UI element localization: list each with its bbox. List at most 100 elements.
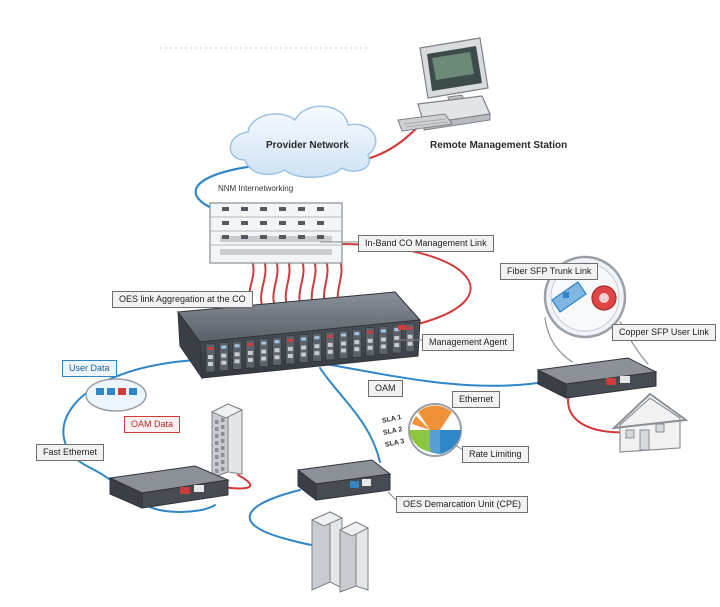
chassis-card-port: [394, 336, 400, 341]
chassis-card-led: [247, 342, 253, 346]
chassis-card-led: [367, 330, 373, 334]
tower-window: [221, 467, 225, 471]
switch-port: [279, 235, 286, 239]
switch-port: [222, 235, 229, 239]
copper-sfp-user-link-label: Copper SFP User Link: [612, 324, 716, 341]
oam-data-label: OAM Data: [124, 416, 181, 433]
chassis-card-port: [247, 350, 253, 355]
chassis-card-port: [221, 353, 227, 358]
chassis-card-port: [407, 334, 413, 339]
chassis-card-port: [234, 352, 240, 357]
tower-window: [215, 434, 219, 438]
cloud-icon: [229, 105, 377, 178]
chassis-card-led: [274, 340, 280, 344]
tower-window: [215, 441, 219, 445]
rate-limiting-label: Rate Limiting: [462, 446, 529, 463]
tower-window: [221, 432, 225, 436]
fiber-sfp-trunk-link-label: Fiber SFP Trunk Link: [500, 263, 599, 280]
tower-window: [221, 418, 225, 422]
tower-window: [221, 446, 225, 450]
office-tower-windows: [215, 418, 225, 473]
chassis-card-led: [314, 336, 320, 340]
house-icon: [611, 392, 689, 453]
tower-window: [215, 448, 219, 452]
chassis-card-port: [327, 349, 333, 354]
chassis-card-led: [221, 345, 227, 349]
chassis-card-port: [208, 355, 213, 359]
fast-ethernet-label: Fast Ethernet: [36, 444, 105, 461]
switch-port: [298, 235, 305, 239]
chassis-card-led: [394, 328, 400, 332]
data-lens-icon: [85, 378, 147, 412]
chassis-card-port: [261, 356, 267, 361]
chassis-card-port: [354, 340, 360, 345]
nnm-internetworking-label: NNM Internetworking: [218, 184, 294, 193]
chassis-card-port: [221, 360, 227, 365]
switch-port: [241, 221, 248, 225]
provider-network-label: Provider Network: [266, 140, 349, 151]
switch-port: [317, 207, 324, 211]
chassis-card-port: [274, 348, 280, 353]
demarcation-unit-icon: [108, 465, 230, 509]
demarcation-unit-label: OES Demarcation Unit (CPE): [396, 496, 529, 513]
switch-port: [298, 221, 305, 225]
tower-window: [215, 469, 219, 473]
chassis-card-group: [205, 323, 415, 373]
remote-management-station-label: Remote Management Station: [430, 140, 568, 151]
chassis-card-port: [234, 359, 240, 364]
chassis-card-led: [341, 333, 346, 337]
chassis-card-port: [367, 338, 373, 343]
rate-limit-lens-icon: [408, 403, 462, 457]
chassis-card-led: [380, 329, 386, 333]
user-data-label: User Data: [62, 360, 117, 377]
tower-window: [221, 439, 225, 443]
switch-port: [279, 221, 286, 225]
chassis-card-port: [341, 341, 346, 346]
leader-rate-limiting: [454, 444, 464, 451]
switch-port: [317, 221, 324, 225]
chassis-card-port: [301, 345, 307, 350]
tower-window: [221, 425, 225, 429]
chassis-card-port: [301, 352, 307, 357]
switch-port: [260, 221, 267, 225]
chassis-card-port: [341, 348, 346, 353]
chassis-card-led: [407, 326, 413, 330]
demarcation-unit-icon: [296, 459, 392, 502]
switch-port: [241, 235, 248, 239]
chassis-card-led: [208, 347, 213, 350]
chassis-card-led: [261, 341, 267, 345]
workstation-icon: [397, 37, 491, 132]
switch-port: [260, 207, 267, 211]
chassis-card-port: [247, 357, 253, 362]
tower-window: [215, 455, 219, 459]
chassis-card-port: [380, 344, 386, 349]
chassis-card-port: [287, 353, 293, 358]
chassis-card-port: [327, 342, 333, 347]
switch-port: [298, 207, 305, 211]
switch-chassis-icon: [209, 202, 343, 264]
switch-port: [222, 221, 229, 225]
oam-label: OAM: [368, 380, 403, 397]
ethernet-label: Ethernet: [452, 391, 501, 408]
in-band-management-link-label: In-Band CO Management Link: [358, 235, 494, 252]
switch-port: [317, 235, 324, 239]
tower-window: [215, 462, 219, 466]
management-port: [398, 325, 406, 330]
chassis-card-port: [394, 343, 400, 348]
cable-cpe-to-house: [567, 389, 631, 434]
link-aggregation-label: OES link Aggregation at the CO: [112, 291, 253, 308]
chassis-card-port: [261, 349, 267, 354]
chassis-card-led: [234, 344, 240, 348]
chassis-card-port: [367, 345, 373, 350]
chassis-card-port: [380, 337, 386, 342]
chassis-card-port: [407, 341, 413, 346]
chassis-card-port: [314, 344, 320, 349]
switch-port: [279, 207, 286, 211]
demarcation-unit-icon: [536, 357, 658, 399]
chassis-card-led: [354, 332, 360, 336]
chassis-card-port: [287, 346, 293, 351]
tower-window: [221, 453, 225, 457]
tower-window: [221, 460, 225, 464]
